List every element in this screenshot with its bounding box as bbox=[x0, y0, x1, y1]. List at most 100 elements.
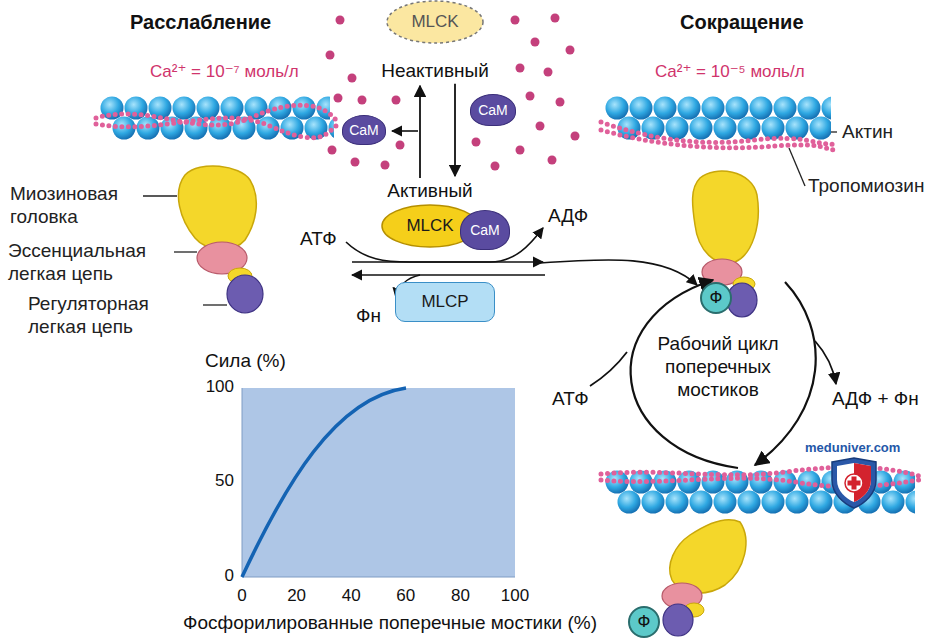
calcium-ion bbox=[336, 16, 345, 25]
myosin-molecule bbox=[662, 520, 746, 636]
calcium-ion bbox=[516, 146, 525, 155]
force-chart bbox=[242, 388, 406, 577]
calcium-ion bbox=[348, 74, 357, 83]
section-heading: Расслабление bbox=[130, 10, 305, 34]
enzyme-inactive: MLCK Неактивный bbox=[365, 0, 505, 82]
part-name: Актин bbox=[842, 121, 927, 144]
calmodulin: CaM bbox=[470, 94, 516, 126]
watermark: meduniver.com bbox=[805, 440, 917, 456]
tick-label: 0 bbox=[186, 566, 234, 586]
calcium-ion bbox=[491, 162, 500, 171]
calcium-ion bbox=[536, 122, 545, 131]
reaction-arrow bbox=[352, 261, 543, 263]
cycle-arrow bbox=[590, 280, 836, 468]
calcium-concentration: Ca²⁺ = 10⁻⁷ моль/л bbox=[150, 62, 328, 82]
watermark-shield bbox=[845, 474, 863, 492]
myosin-molecule bbox=[693, 171, 759, 317]
enzyme-oval-shape bbox=[387, 1, 483, 43]
watermark-shield bbox=[837, 463, 871, 502]
phosphate-circle: Ф bbox=[628, 606, 660, 638]
calcium-ion bbox=[571, 132, 580, 141]
tick-label: 0 bbox=[222, 586, 262, 606]
shape-text: CaM bbox=[470, 222, 500, 238]
shape-text: Ф bbox=[638, 612, 651, 632]
reaction-arrow bbox=[352, 274, 545, 276]
calcium-concentration: Ca²⁺ = 10⁻⁵ моль/л bbox=[655, 62, 833, 82]
part-name: Тропомиозин bbox=[808, 175, 936, 198]
force-chart bbox=[242, 388, 515, 577]
calcium-ion bbox=[358, 96, 367, 105]
calmodulin: CaM bbox=[460, 210, 510, 250]
calcium-ion bbox=[556, 98, 565, 107]
actin-filament bbox=[601, 96, 835, 150]
watermark-shield bbox=[848, 477, 861, 490]
watermark-shield bbox=[832, 458, 876, 508]
force-chart bbox=[242, 388, 243, 577]
myosin-molecule bbox=[670, 520, 746, 594]
substrate-label: АТФ bbox=[552, 388, 602, 411]
calcium-ion bbox=[351, 158, 360, 167]
calcium-ion bbox=[516, 64, 525, 73]
tick-label: 20 bbox=[277, 586, 317, 606]
myosin-molecule bbox=[227, 275, 263, 313]
leader-line bbox=[174, 251, 197, 252]
part-name: Эссенциальная легкая цепь bbox=[8, 240, 170, 286]
force-chart bbox=[242, 388, 515, 577]
reaction-arrow bbox=[346, 131, 697, 298]
calcium-ion bbox=[531, 38, 540, 47]
actin-filament bbox=[601, 130, 835, 150]
leader-line bbox=[789, 148, 805, 186]
axis-title: Фосфорилированные поперечные мостики (%) bbox=[150, 612, 630, 635]
shape-text: CaM bbox=[478, 102, 508, 118]
tick-label: 100 bbox=[495, 586, 535, 606]
leader-line bbox=[143, 195, 177, 196]
phosphatase-box: MLCP bbox=[395, 282, 495, 322]
enzyme-oval: MLCK bbox=[386, 0, 484, 44]
enzyme-name: MLCK bbox=[411, 12, 458, 32]
part-name: Миозиновая головка bbox=[10, 183, 140, 229]
actin-filament bbox=[601, 122, 835, 144]
calcium-ion bbox=[548, 156, 557, 165]
myosin-molecule bbox=[693, 171, 759, 263]
shape-text: MLCP bbox=[421, 292, 468, 312]
actin-filament bbox=[96, 96, 336, 140]
part-name: Регуляторная легкая цепь bbox=[28, 293, 198, 339]
calcium-ion bbox=[334, 94, 343, 103]
tick-label: 60 bbox=[386, 586, 426, 606]
actin-filament bbox=[96, 118, 336, 138]
product-label: Фн bbox=[356, 305, 392, 328]
actin-filament bbox=[96, 105, 336, 125]
calmodulin: CaM bbox=[342, 115, 386, 145]
tick-label: 80 bbox=[440, 586, 480, 606]
calcium-ion bbox=[472, 138, 481, 147]
myosin-molecule bbox=[178, 166, 256, 249]
calcium-ion bbox=[566, 46, 575, 55]
phosphate-circle: Ф bbox=[700, 282, 732, 314]
calcium-ion bbox=[326, 51, 335, 60]
tick-label: 100 bbox=[186, 377, 234, 397]
calcium-ion bbox=[526, 92, 535, 101]
tick-label: 50 bbox=[186, 471, 234, 491]
calcium-ion bbox=[551, 14, 560, 23]
product-label: АДФ + Фн bbox=[832, 388, 932, 411]
product-label: АДФ bbox=[548, 205, 598, 228]
calcium-ion bbox=[396, 141, 405, 150]
axis-title: Сила (%) bbox=[205, 350, 315, 373]
state-caption: Неактивный bbox=[381, 60, 489, 82]
calcium-ion bbox=[544, 68, 553, 77]
state-arrow bbox=[454, 84, 456, 176]
substrate-label: АТФ bbox=[300, 228, 350, 251]
enzyme-name: MLCK bbox=[406, 216, 453, 236]
cycle-arrow bbox=[815, 341, 836, 384]
calcium-ion bbox=[328, 146, 337, 155]
cycle-label: Рабочий цикл поперечных мостиков bbox=[648, 333, 788, 401]
cycle-arrow bbox=[590, 352, 627, 386]
shape-text: Ф bbox=[710, 288, 723, 308]
reaction-arrow bbox=[540, 260, 697, 285]
section-heading: Сокращение bbox=[680, 10, 850, 34]
state-caption: Активный bbox=[387, 180, 472, 202]
watermark-shield bbox=[832, 458, 876, 508]
